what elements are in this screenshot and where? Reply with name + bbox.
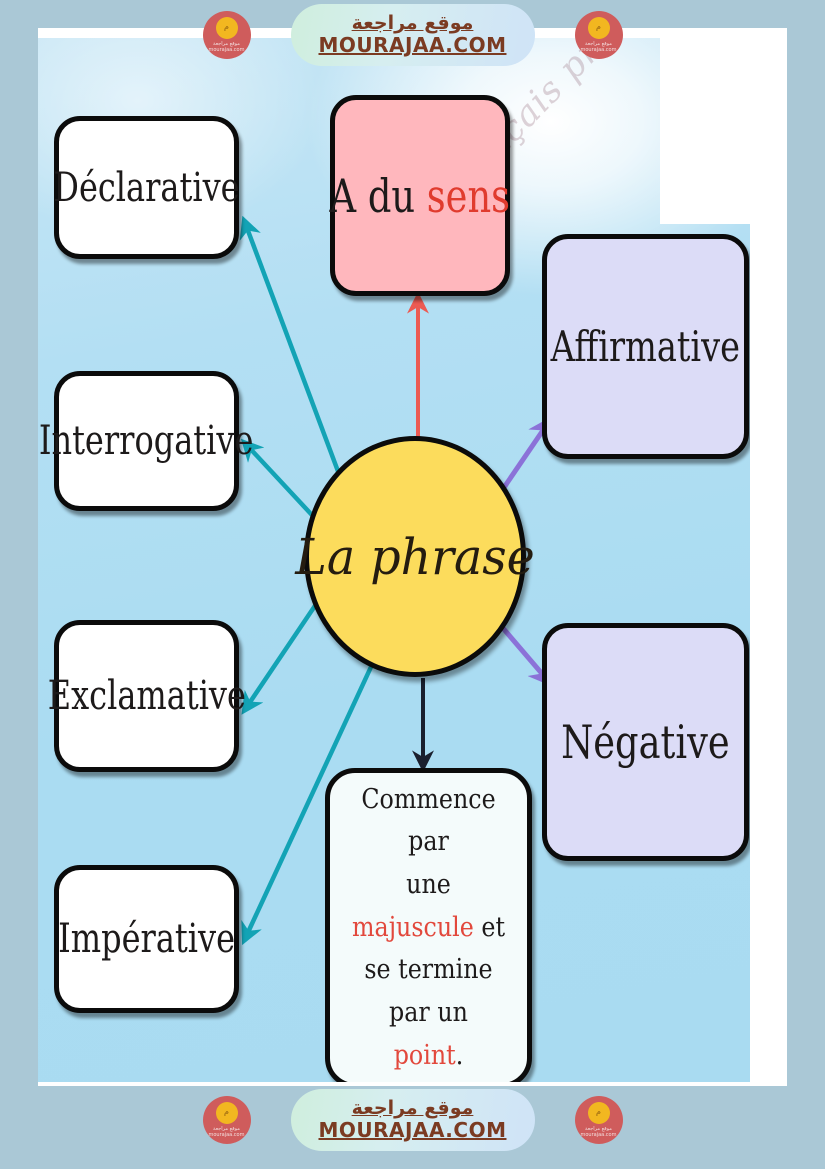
- note-line4-period: .: [455, 1039, 464, 1071]
- node-a-du-sens-label: A du sens: [330, 173, 510, 219]
- node-imperative-label: Impérative: [58, 916, 235, 962]
- sens-text-accent: sens: [427, 168, 511, 223]
- footer-watermark-pill: م موقع مراجعة mourajaa.com موقع مراجعة M…: [202, 1089, 623, 1151]
- node-negative[interactable]: Négative: [542, 623, 749, 861]
- badge-mark-left: م: [215, 1101, 238, 1124]
- footer-badge-left-icon: م موقع مراجعة mourajaa.com: [202, 1096, 251, 1144]
- node-imperative[interactable]: Impérative: [54, 865, 239, 1013]
- note-line3: se termine par un: [364, 954, 493, 1028]
- note-line1: Commence par: [361, 783, 496, 858]
- badge-sub-right: موقع مراجعة mourajaa.com: [580, 1125, 617, 1138]
- node-exclamative-label: Exclamative: [47, 673, 246, 719]
- footer-watermark-domain: MOURAJAA.COM: [318, 1118, 507, 1143]
- node-central-label: La phrase: [295, 527, 535, 586]
- footer-watermark: م موقع مراجعة mourajaa.com موقع مراجعة M…: [0, 1080, 825, 1160]
- node-interrogative-label: Interrogative: [39, 418, 254, 464]
- note-line2-accent: majuscule: [351, 911, 474, 943]
- mindmap-canvas: français primaire: [38, 38, 750, 1082]
- node-declarative-label: Déclarative: [53, 164, 240, 211]
- white-occluder-block: [660, 38, 750, 224]
- node-negative-label: Négative: [561, 715, 730, 769]
- sens-text-plain: A du: [329, 168, 428, 223]
- note-line4-accent: point: [393, 1039, 456, 1071]
- note-line2-a: une: [406, 869, 451, 901]
- badge-mark-right: م: [587, 1101, 610, 1124]
- note-line2-b: et: [473, 911, 506, 943]
- node-declarative[interactable]: Déclarative: [53, 116, 240, 259]
- footer-watermark-arabic: موقع مراجعة: [351, 1097, 474, 1120]
- footer-badge-right-icon: م موقع مراجعة mourajaa.com: [574, 1096, 623, 1144]
- node-interrogative[interactable]: Interrogative: [39, 371, 254, 511]
- node-exclamative[interactable]: Exclamative: [47, 620, 246, 772]
- node-sentence-rule-text: Commence par une majuscule et se termine…: [342, 779, 515, 1078]
- node-affirmative[interactable]: Affirmative: [542, 234, 749, 459]
- node-a-du-sens[interactable]: A du sens: [330, 95, 510, 296]
- node-sentence-rule[interactable]: Commence par une majuscule et se termine…: [325, 768, 532, 1082]
- node-affirmative-label: Affirmative: [550, 321, 741, 371]
- node-central-la-phrase[interactable]: La phrase: [295, 436, 535, 677]
- badge-sub-left: موقع مراجعة mourajaa.com: [208, 1125, 245, 1138]
